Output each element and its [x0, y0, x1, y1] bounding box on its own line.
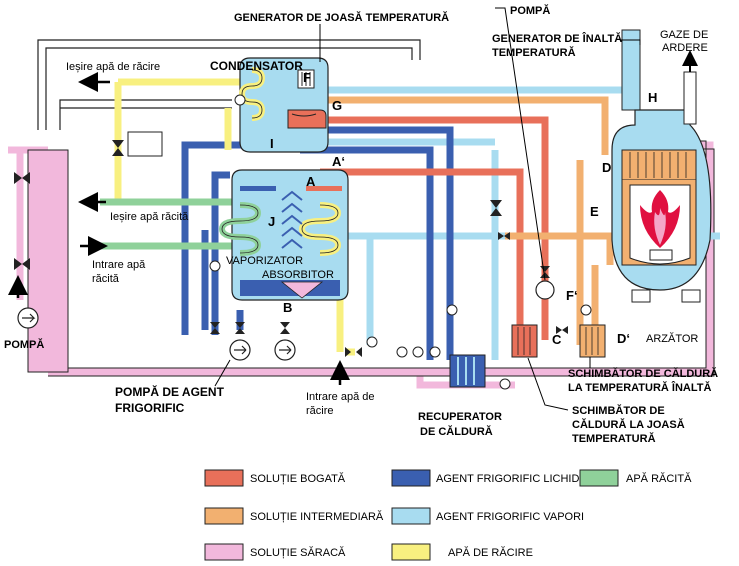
marker-I: I [270, 136, 274, 151]
marker-E: E [590, 204, 599, 219]
marker-H: H [648, 90, 657, 105]
legend: SOLUȚIE BOGATĂ AGENT FRIGORIFIC LICHID A… [204, 469, 692, 561]
marker-F-prime: F‘ [566, 288, 578, 303]
legend-swatch-liquid [391, 469, 431, 487]
label-chilled-water-out: Ieșire apă răcită [110, 211, 189, 223]
high-temp-generator [611, 29, 712, 291]
label-condenser: CONDENSATOR [210, 59, 303, 73]
legend-label-rich: SOLUȚIE BOGATĂ [250, 472, 346, 485]
label-flue-gas-2: ARDERE [662, 42, 708, 54]
leader-lines [214, 7, 641, 411]
label-chilled-water-in-2: răcită [92, 273, 120, 285]
legend-label-poor: SOLUȚIE SĂRACĂ [250, 546, 346, 559]
label-heat-recovery-2: DE CĂLDURĂ [420, 425, 493, 438]
marker-J: J [268, 214, 275, 229]
legend-swatch-cooling [391, 543, 431, 561]
legend-swatch-poor [204, 543, 244, 561]
label-refrigerant-pump-1: POMPĂ DE AGENT [115, 384, 225, 399]
legend-swatch-chilled [579, 469, 619, 487]
legend-label-intermediate: SOLUȚIE INTERMEDIARĂ [250, 510, 384, 523]
chilled-water-pipes [100, 198, 232, 250]
label-high-temp-generator-1: GENERATOR DE ÎNALTĂ [492, 32, 622, 45]
label-lt-exchanger-2: CĂLDURĂ LA JOASĂ [572, 418, 685, 431]
label-heat-recovery-1: RECUPERATOR [418, 411, 502, 423]
legend-swatch-intermediate [204, 507, 244, 525]
label-pump-left: POMPĂ [4, 338, 44, 351]
control-box [127, 131, 163, 157]
outer-frame-pipes [37, 39, 421, 130]
marker-A: A [306, 174, 316, 189]
label-ht-exchanger-2: LA TEMPERATURĂ ÎNALTĂ [568, 381, 711, 394]
label-absorber: ABSORBITOR [262, 269, 334, 281]
gauge-icons [209, 94, 592, 390]
label-cooling-water-in-1: Intrare apă de [306, 391, 375, 403]
label-cooling-water-out: Ieșire apă de răcire [66, 61, 160, 73]
label-high-temp-generator-2: TEMPERATURĂ [492, 46, 576, 59]
label-cooling-water-in-2: răcire [306, 405, 334, 417]
valve-icons [14, 140, 568, 357]
label-lt-exchanger-1: SCHIMBĂTOR DE [572, 404, 665, 417]
label-burner: ARZĂTOR [646, 332, 698, 345]
burner-control-right [681, 289, 701, 303]
label-ht-exchanger-1: SCHIMBĂTOR DE CĂLDURĂ [568, 367, 718, 380]
marker-D: D [602, 160, 611, 175]
legend-swatch-vapor [391, 507, 431, 525]
label-evaporator: VAPORIZATOR [226, 255, 303, 267]
legend-swatch-rich [204, 469, 244, 487]
high-temp-heat-exchanger [579, 324, 606, 358]
marker-C: C [552, 332, 562, 347]
low-temp-heat-exchanger [511, 324, 538, 358]
intermediate-solution-pipes [312, 96, 614, 345]
legend-label-chilled: APĂ RĂCITĂ [626, 472, 692, 485]
label-lt-exchanger-3: TEMPERATURĂ [572, 432, 656, 445]
legend-label-cooling: APĂ DE RĂCIRE [448, 546, 533, 559]
legend-label-liquid: AGENT FRIGORIFIC LICHID [436, 473, 579, 485]
legend-label-vapor: AGENT FRIGORIFIC VAPORI [436, 511, 584, 523]
marker-A-prime: A‘ [332, 154, 345, 169]
label-pump-top: POMPĂ [510, 4, 550, 17]
label-flue-gas-1: GAZE DE [660, 29, 708, 41]
burner-control-left [631, 289, 651, 303]
marker-D-prime: D‘ [617, 331, 630, 346]
evaporator-absorber-vessel [218, 169, 349, 301]
marker-G: G [332, 98, 342, 113]
label-refrigerant-pump-2: FRIGORIFIC [115, 401, 185, 415]
condenser-vessel [238, 57, 329, 153]
label-low-temp-generator: GENERATOR DE JOASĂ TEMPERATURĂ [234, 11, 449, 24]
marker-B: B [283, 300, 292, 315]
marker-F: F [303, 70, 311, 85]
flow-arrows [8, 72, 350, 385]
label-chilled-water-in-1: Intrare apă [92, 259, 146, 271]
heat-recovery-exchanger [449, 354, 486, 388]
